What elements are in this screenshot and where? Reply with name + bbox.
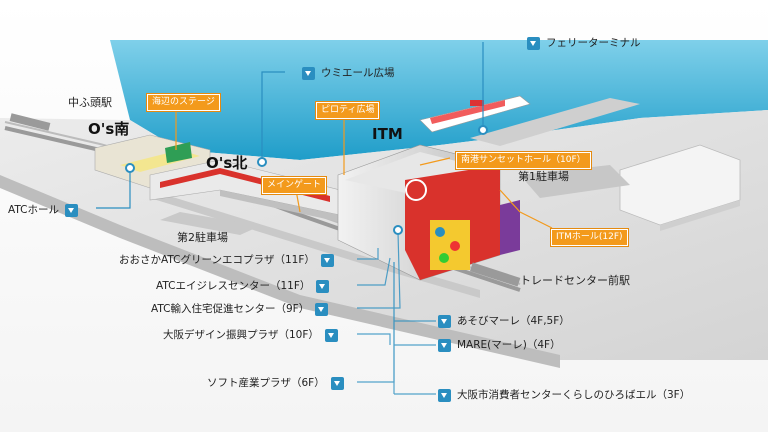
tag-itm-hall[interactable]: ITMホール(12F) (551, 229, 628, 246)
connector-umieru (261, 71, 285, 162)
itm-marker (393, 225, 403, 235)
link-consumer-center[interactable]: 大阪市消費者センターくらしのひろばエル（3F） (438, 388, 690, 402)
link-label: ソフト産業プラザ（6F） (207, 377, 325, 389)
ferry-marker (478, 125, 488, 135)
chevron-down-icon (320, 253, 334, 267)
itm-building (337, 144, 520, 281)
chevron-down-icon (324, 328, 338, 342)
chevron-down-icon (527, 36, 540, 50)
link-label: MARE(マーレ)（4F） (457, 339, 561, 351)
link-software-plaza[interactable]: ソフト産業プラザ（6F） (207, 376, 344, 390)
ferry-ship (419, 95, 531, 133)
sea-area (110, 40, 768, 160)
station-trade-center (469, 262, 521, 287)
tag-main-gate[interactable]: メインゲート (262, 177, 327, 194)
parking-lot-2 (160, 212, 260, 235)
link-housing-center[interactable]: ATC輸入住宅促進センター（9F） (151, 302, 329, 316)
link-label: 大阪市消費者センターくらしのひろばエル（3F） (457, 389, 691, 401)
link-mare[interactable]: MARE(マーレ)（4F） (438, 338, 561, 352)
atc-hall-marker (125, 163, 135, 173)
parking-lot-1 (520, 165, 630, 198)
parking-2-label: 第2駐車場 (177, 231, 228, 244)
tag-piloti-plaza[interactable]: ピロティ広場 (316, 102, 380, 119)
tag-sunset-hall[interactable]: 南港サンセットホール（10F） (456, 152, 591, 169)
link-label: ATCエイジレスセンター（11F） (156, 280, 311, 292)
parking-1-label: 第1駐車場 (518, 170, 569, 183)
road-2 (150, 190, 480, 298)
umieru-marker (257, 157, 267, 167)
nakafuto-station-label: 中ふ頭駅 (68, 96, 112, 109)
chevron-down-icon (438, 314, 451, 328)
station-nakafuto (9, 113, 51, 131)
chevron-down-icon (438, 338, 451, 352)
link-label: 大阪デザイン振興プラザ（10F） (163, 329, 319, 341)
link-green-eco-plaza[interactable]: おおさかATCグリーンエコプラザ（11F） (119, 253, 334, 267)
chevron-down-icon (330, 376, 344, 390)
link-asobi-mare[interactable]: あそびマーレ（4F,5F） (438, 314, 570, 328)
os-north-label: O's北 (206, 154, 248, 172)
chevron-down-icon (315, 302, 329, 316)
chevron-down-icon (316, 279, 330, 293)
chevron-down-icon (438, 388, 451, 402)
os-south-label: O's南 (88, 120, 130, 138)
link-label: おおさかATCグリーンエコプラザ（11F） (119, 254, 315, 266)
link-label: あそびマーレ（4F,5F） (457, 315, 570, 327)
ferry-pier (470, 98, 640, 146)
chevron-down-icon (302, 66, 315, 80)
link-atc-hall[interactable]: ATCホール (8, 203, 78, 217)
link-ferry-terminal[interactable]: フェリーターミナル (527, 36, 641, 50)
link-label: ATC輸入住宅促進センター（9F） (151, 303, 310, 315)
link-label: ウミエール広場 (321, 67, 395, 79)
tag-waterside-stage[interactable]: 海辺のステージ (147, 94, 220, 111)
link-design-plaza[interactable]: 大阪デザイン振興プラザ（10F） (163, 328, 338, 342)
link-label: ATCホール (8, 204, 59, 216)
itm-label: ITM (372, 125, 403, 143)
link-umieru-plaza[interactable]: ウミエール広場 (302, 66, 395, 80)
link-label: フェリーターミナル (546, 37, 641, 49)
chevron-down-icon (65, 203, 78, 217)
trade-center-station-label: トレードセンター前駅 (520, 274, 630, 287)
link-ageless-center[interactable]: ATCエイジレスセンター（11F） (156, 279, 330, 293)
road (0, 175, 560, 368)
connector-atc-hall (96, 168, 131, 209)
